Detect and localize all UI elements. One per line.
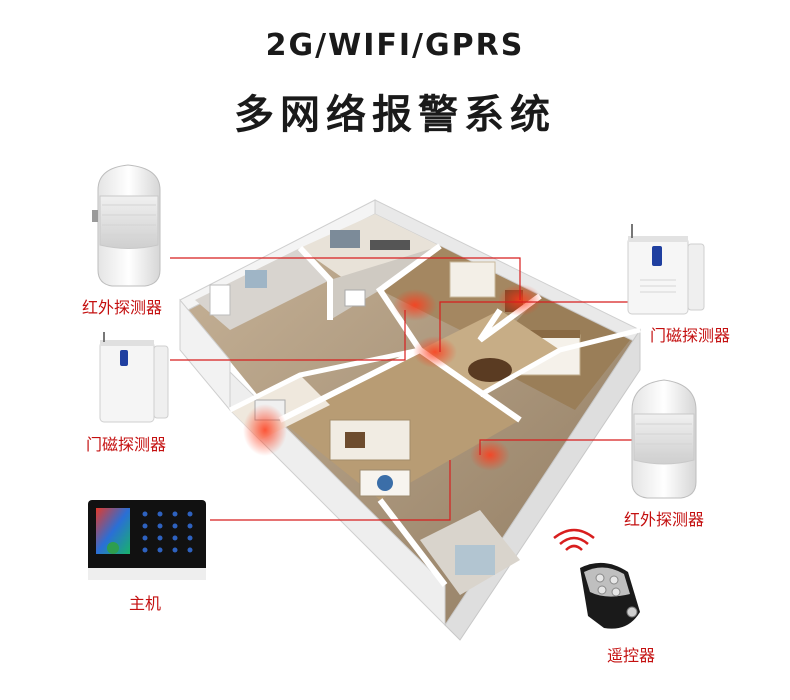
line-door-left (170, 310, 406, 361)
line-pir-left (170, 257, 521, 300)
door-sensor-icon (99, 332, 169, 423)
pir-sensor-right (631, 379, 697, 499)
door-sensor-right (627, 224, 705, 315)
remote-control (553, 528, 640, 629)
label-door-right: 门磁探测器 (650, 326, 731, 345)
pir-sensor-icon (92, 164, 161, 287)
door-sensor-icon (627, 224, 705, 315)
label-pir-right: 红外探测器 (624, 510, 705, 529)
label-door-left: 门磁探测器 (86, 435, 167, 454)
connection-lines (170, 257, 632, 521)
alarm-panel (88, 500, 206, 580)
title-line1: 2G/WIFI/GPRS (265, 28, 525, 63)
title-line2: 多网络报警系统 (234, 92, 556, 138)
label-remote: 遥控器 (607, 646, 656, 665)
alarm-panel-icon (88, 500, 206, 580)
line-panel (210, 460, 451, 521)
label-panel: 主机 (129, 594, 162, 613)
pir-sensor-icon (631, 379, 697, 499)
remote-control-icon (553, 528, 640, 629)
line-door-right (439, 301, 632, 352)
pir-sensor-left (92, 164, 161, 287)
house-floorplan (179, 199, 641, 641)
label-pir-left: 红外探测器 (82, 298, 163, 317)
door-sensor-left (99, 332, 169, 423)
line-pir-right (479, 439, 632, 455)
